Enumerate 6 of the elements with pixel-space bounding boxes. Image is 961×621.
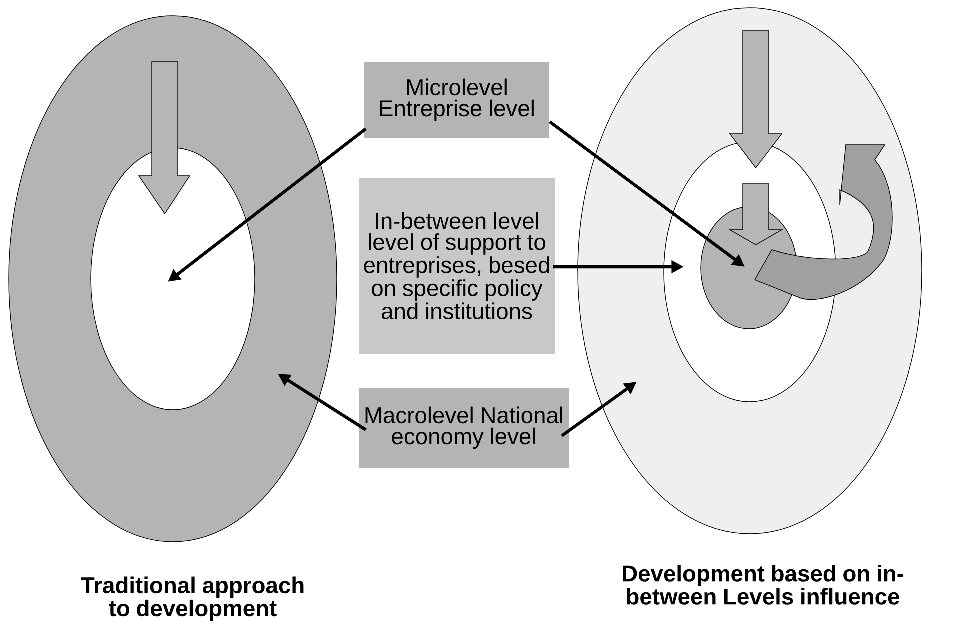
text-box: In-between level level of support to entreprises, besed on specific policy and institutions (359, 178, 555, 354)
node-label: Traditional approach to development (81, 576, 304, 621)
text-box: Macrolevel National economy level (359, 388, 569, 468)
ellipse (90, 148, 256, 410)
text-box: Microlevel Entreprise level (364, 62, 550, 138)
node-label: Development based on in-between Levels influence (623, 565, 904, 605)
